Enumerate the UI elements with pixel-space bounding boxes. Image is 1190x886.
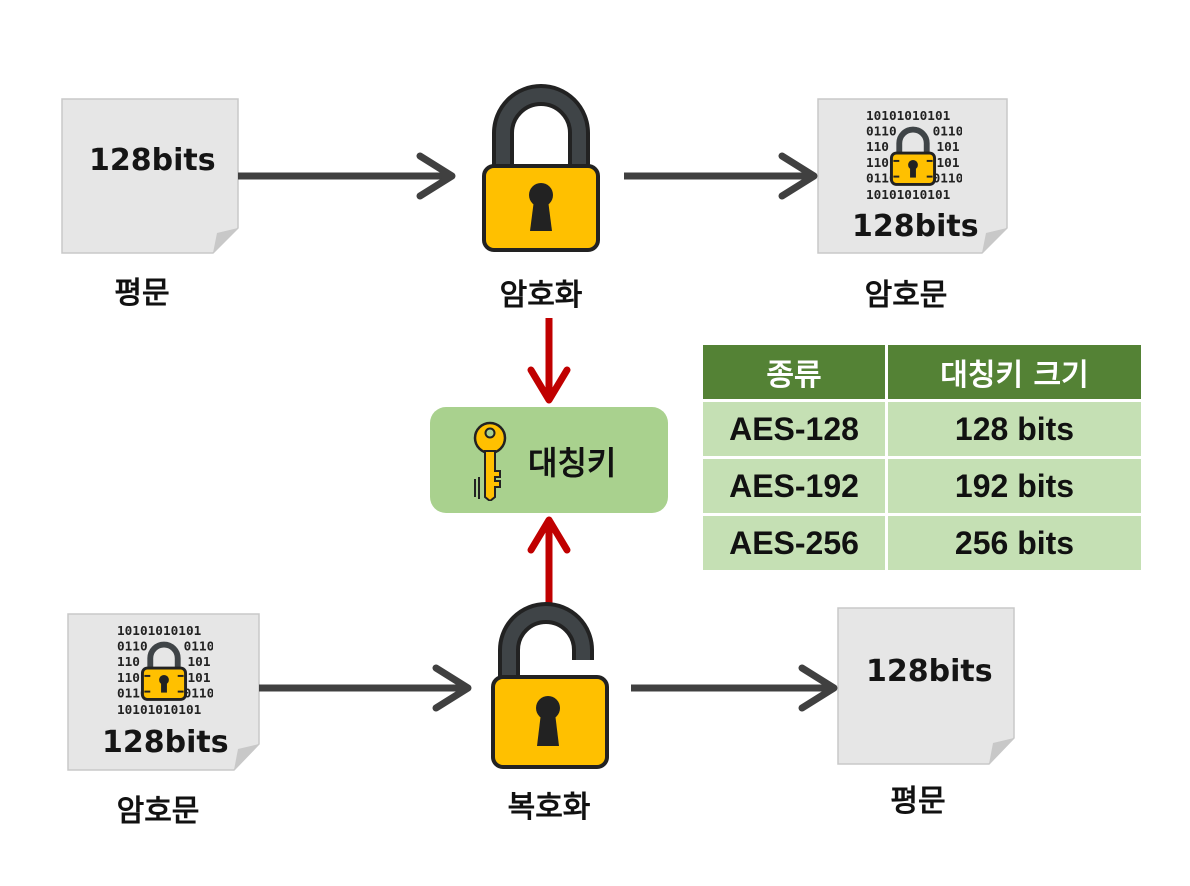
key-icon [473,421,507,501]
symmetric-key-box: 대칭키 [430,407,668,513]
arrow-decrypt-to-plaintext [631,664,838,712]
plaintext-document-icon-bottom [837,607,1015,765]
table-cell-type: AES-192 [703,456,888,515]
table-row: AES-128 128 bits [703,399,1141,458]
plaintext-size-label: 128bits [89,143,216,178]
lock-open-icon [491,602,609,769]
ciphertext-caption-bottom: 암호문 [116,794,200,829]
arrow-plaintext-to-encrypt [238,152,456,200]
lock-closed-icon [482,84,600,252]
arrow-encrypt-to-ciphertext [624,152,818,200]
binary-lock-icon-bottom [117,624,214,718]
arrow-encrypt-to-key [527,318,571,404]
table-cell-type: AES-128 [703,399,888,458]
arrow-decrypt-to-key [527,516,571,606]
plaintext-caption: 평문 [114,276,170,311]
decrypt-caption: 복호화 [507,790,591,825]
encrypt-caption: 암호화 [499,278,583,313]
table-header-key-size: 대칭키 크기 [886,345,1141,401]
plaintext-document-icon [61,98,239,254]
plaintext-caption-bottom: 평문 [890,784,946,819]
table-cell-size: 128 bits [886,399,1141,458]
table-row: AES-256 256 bits [703,513,1141,570]
table-row: AES-192 192 bits [703,456,1141,515]
ciphertext-size-label-bottom: 128bits [102,725,229,760]
binary-lock-icon [866,109,963,203]
arrow-ciphertext-to-decrypt [259,664,472,712]
table-cell-type: AES-256 [703,513,888,570]
table-header-row: 종류 대칭키 크기 [703,345,1141,401]
ciphertext-caption: 암호문 [864,278,948,313]
table-cell-size: 256 bits [886,513,1141,570]
ciphertext-size-label: 128bits [852,209,979,244]
plaintext-size-label-bottom: 128bits [866,654,993,689]
table-header-type: 종류 [703,345,888,401]
symmetric-key-label: 대칭키 [528,444,617,482]
table-cell-size: 192 bits [886,456,1141,515]
aes-key-size-table: 종류 대칭키 크기 AES-128 128 bits AES-192 192 b… [703,345,1141,570]
